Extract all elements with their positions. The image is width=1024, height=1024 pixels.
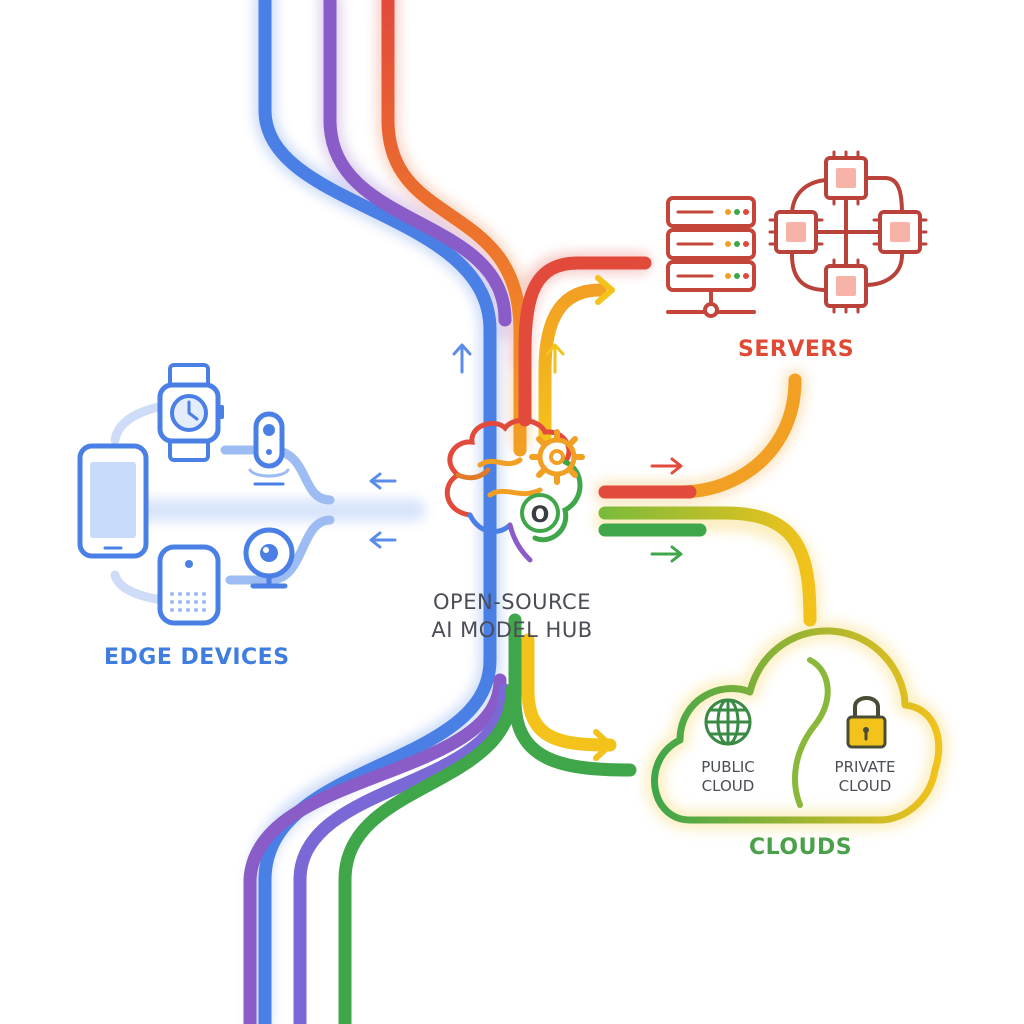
cloud-divider bbox=[792, 657, 831, 808]
clouds-group bbox=[644, 620, 949, 830]
yellow-flow-line-bottom bbox=[521, 633, 617, 752]
arrow-left-blue-2 bbox=[369, 531, 397, 549]
arrow-head-clouds bbox=[593, 729, 613, 761]
arrow-right-red bbox=[650, 457, 683, 475]
yellow-flow-line-clouds bbox=[598, 506, 817, 627]
chip-top bbox=[824, 156, 868, 200]
gear-icon bbox=[529, 429, 585, 485]
yellow-flow-line-servers bbox=[538, 283, 607, 447]
chip-bottom bbox=[824, 264, 868, 308]
chip-network-icon bbox=[768, 150, 928, 314]
arrow-up-blue bbox=[452, 343, 472, 374]
purple-flow-line-top bbox=[323, 0, 512, 327]
hub-title: OPEN-SOURCE AI MODEL HUB bbox=[362, 588, 662, 644]
public-cloud-label: PUBLIC CLOUD bbox=[673, 758, 783, 796]
private-cloud-label: PRIVATE CLOUD bbox=[810, 758, 920, 796]
servers-label: SERVERS bbox=[738, 337, 855, 362]
green-flow-line-clouds bbox=[508, 613, 637, 777]
red-flow-line-top bbox=[381, 0, 527, 457]
private-cloud-line2: CLOUD bbox=[838, 777, 892, 795]
chip-left bbox=[774, 210, 818, 254]
smartwatch-icon bbox=[157, 363, 224, 462]
arrow-up-yellow bbox=[545, 343, 565, 374]
webcam-icon bbox=[243, 527, 295, 589]
public-cloud-line1: PUBLIC bbox=[701, 758, 755, 776]
chip-right bbox=[878, 210, 922, 254]
orange-flow-line-right bbox=[598, 373, 802, 499]
server-rack-icon bbox=[666, 196, 756, 318]
hub-icon-group: O bbox=[444, 417, 585, 563]
green-flow-line-bottom bbox=[338, 683, 519, 1024]
edge-branch-lower bbox=[225, 515, 335, 585]
clouds-label: CLOUDS bbox=[749, 835, 853, 860]
hub-badge-text: O bbox=[531, 503, 550, 528]
globe-icon bbox=[704, 698, 752, 746]
servers-group bbox=[666, 150, 928, 318]
arrow-right-green bbox=[650, 545, 683, 563]
edge-devices-group bbox=[77, 363, 295, 626]
arrow-left-blue-1 bbox=[369, 472, 397, 490]
hub-title-line2: AI MODEL HUB bbox=[431, 618, 593, 642]
smartphone-icon bbox=[77, 443, 149, 559]
violet-flow-line-bottom bbox=[293, 683, 512, 1024]
public-cloud-line2: CLOUD bbox=[701, 777, 755, 795]
doorbell-camera-icon bbox=[248, 411, 290, 486]
hub-title-line1: OPEN-SOURCE bbox=[433, 590, 591, 614]
purple-flow-line-bottom bbox=[243, 673, 507, 1024]
cloud-outline bbox=[651, 627, 943, 824]
hub-badge-circle bbox=[520, 493, 560, 533]
arrow-head-servers bbox=[595, 275, 615, 305]
private-cloud-line1: PRIVATE bbox=[834, 758, 896, 776]
padlock-icon bbox=[846, 696, 887, 749]
red-flow-line-servers bbox=[518, 256, 652, 427]
flow-arrows bbox=[369, 275, 683, 761]
edge-devices-label: EDGE DEVICES bbox=[104, 645, 290, 670]
smart-speaker-icon bbox=[157, 544, 221, 626]
